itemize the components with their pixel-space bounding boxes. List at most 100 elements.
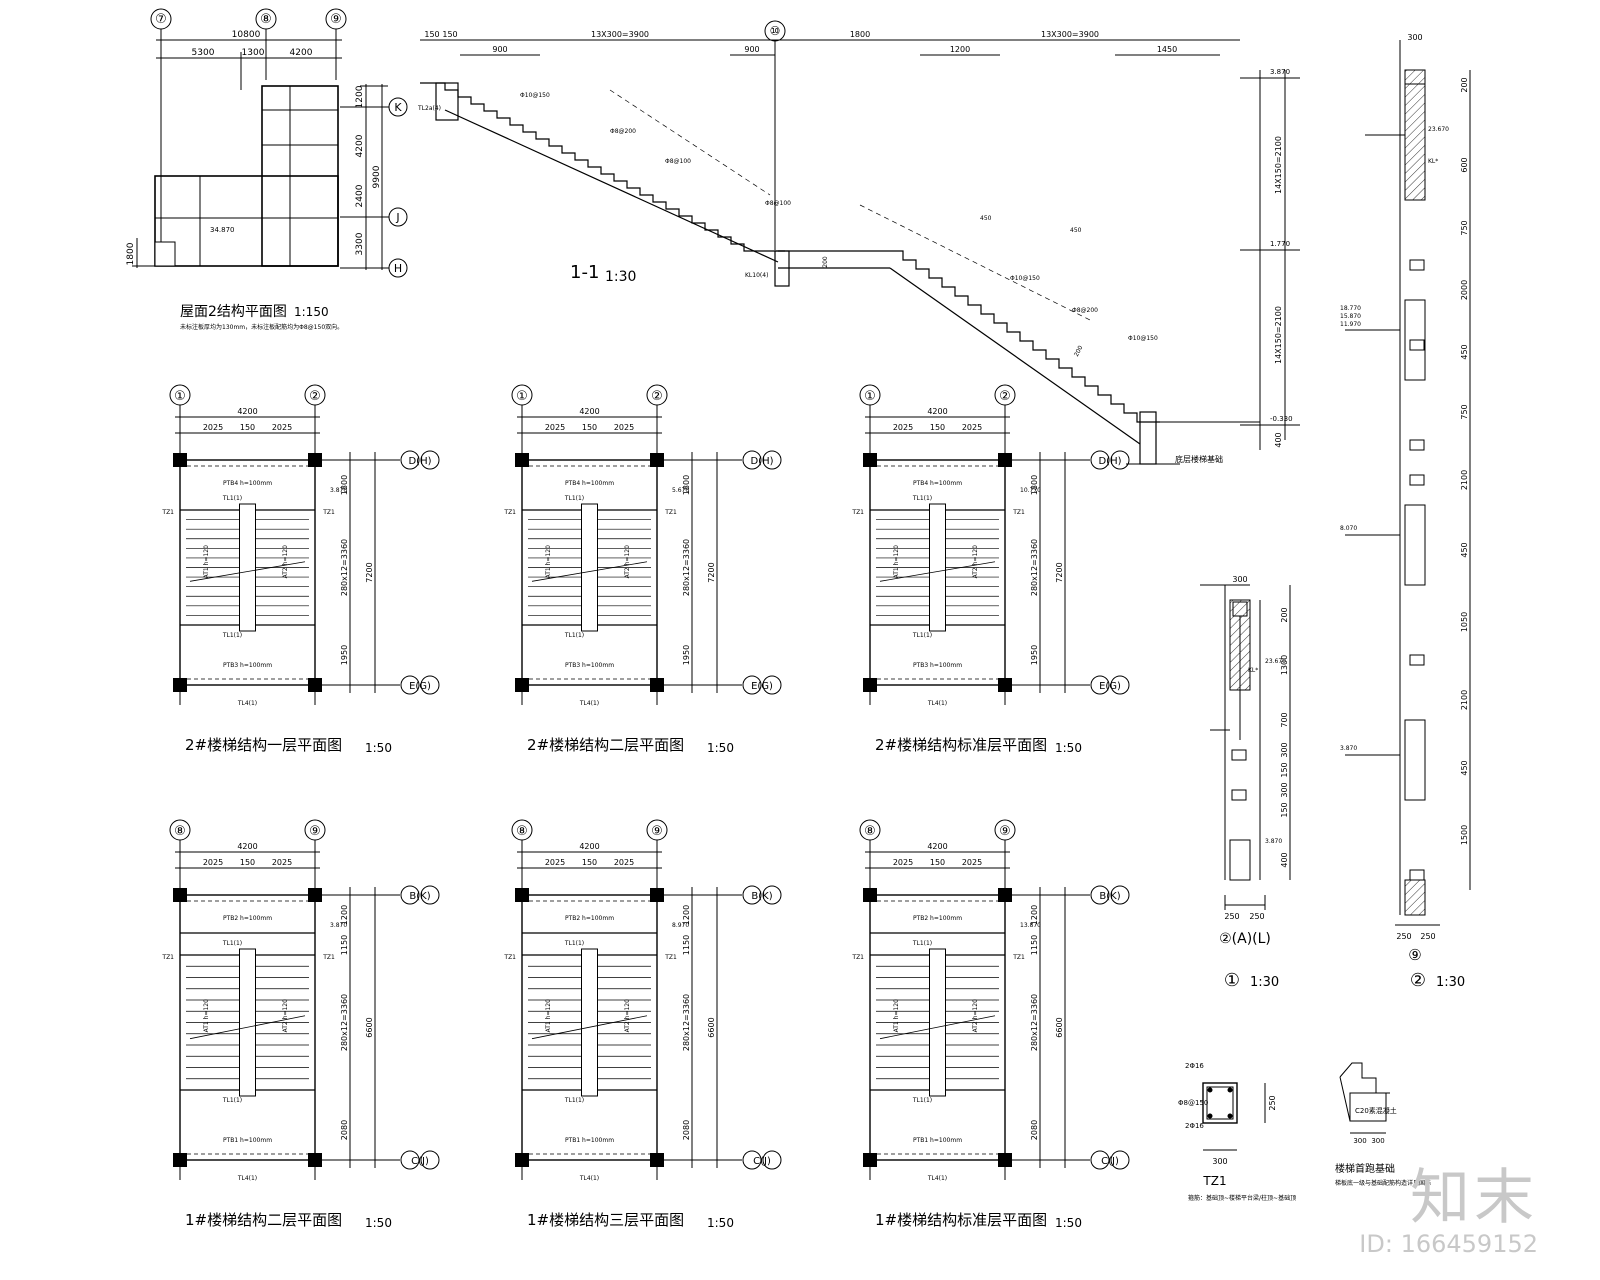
dim: 2025: [545, 423, 565, 432]
column: [863, 1153, 877, 1167]
slab-label: PTB4 h=100mm: [223, 480, 272, 487]
axis-label: ⑨: [651, 824, 663, 839]
detail-label: ②: [1410, 970, 1426, 991]
dim: 1800: [682, 475, 691, 495]
drawing-title: 屋面2结构平面图: [180, 304, 287, 320]
elevation: 23.670: [1428, 126, 1449, 133]
rebar-label: Φ8@100: [665, 158, 691, 165]
axis-bubble: [742, 675, 762, 695]
column-label: TZ1: [161, 954, 174, 961]
foundation-text: C20素混凝土 300 300 楼梯首跑基础 梯板底一级与基础配筋构造详见国标: [1335, 1106, 1431, 1187]
dim: 2025: [962, 423, 982, 432]
dim: 250: [1420, 932, 1435, 941]
axis-label: ②: [651, 389, 663, 404]
slab-label: 200: [822, 256, 829, 268]
axis-label: ⑦: [155, 12, 167, 27]
axis-label: ⑧: [864, 824, 876, 839]
column-label: TZ1: [1012, 954, 1025, 961]
foundation-detail: [1339, 1062, 1390, 1134]
section-scale: 1:30: [605, 269, 636, 285]
column: [173, 453, 187, 467]
column-label: TZ1: [503, 509, 516, 516]
elevation: 3.870: [330, 922, 347, 929]
stair-well: [929, 503, 946, 632]
dim: 2025: [962, 858, 982, 867]
dim: 400: [1274, 432, 1283, 447]
elevation: 18.770: [1340, 305, 1361, 312]
section-1-1-text: ⑩ 150 150 13X300=3900 1800 13X300=3900 9…: [417, 24, 1293, 464]
drawing-title: 1#楼梯结构二层平面图: [185, 1211, 342, 1229]
dim: 4200: [237, 842, 257, 851]
dim: 150: [240, 858, 255, 867]
dim: 2025: [614, 858, 634, 867]
dim-total: 6600: [707, 1017, 716, 1037]
axis-label: C(J): [753, 1156, 771, 1167]
column-label: TZ1: [322, 509, 335, 516]
dim: 4200: [579, 407, 599, 416]
dim: 4200: [927, 842, 947, 851]
detail-axis: ⑨: [1408, 946, 1421, 964]
flight-label: AT1 h=120: [203, 999, 210, 1032]
line: [531, 561, 648, 582]
dim: 1950: [1030, 645, 1039, 665]
beam-label: TL4(1): [237, 700, 257, 707]
slab-label: PTB3 h=100mm: [913, 662, 962, 669]
axis-label: E(G): [1099, 681, 1121, 692]
beam-label: TL4(1): [237, 1175, 257, 1182]
axis-bubble: [400, 1150, 420, 1170]
dim: 150: [582, 423, 597, 432]
slab-label: PTB4 h=100mm: [913, 480, 962, 487]
dim: 300: [1407, 33, 1422, 42]
drawing-scale: 1:150: [294, 305, 329, 319]
dim: 1200: [1030, 905, 1039, 925]
dim: 1800: [340, 475, 349, 495]
dim: 150: [1280, 762, 1289, 777]
slab-label: PTB1 h=100mm: [223, 1137, 272, 1144]
beam-label: KL10(4): [745, 272, 768, 279]
drawing-scale: 1:50: [707, 741, 734, 755]
axis-label: K: [394, 101, 402, 114]
dim: 280x12=3360: [340, 539, 349, 596]
column: [515, 1153, 529, 1167]
axis-label: ⑨: [309, 824, 321, 839]
dim: 2080: [340, 1120, 349, 1140]
dim-total: 7200: [1055, 562, 1064, 582]
stair-outline: [869, 894, 1006, 1161]
axis-label: ⑧: [260, 12, 272, 27]
beam-label: TL1(1): [912, 632, 932, 639]
axis-label: B(K): [409, 891, 430, 902]
rebar-label: Φ8@100: [765, 200, 791, 207]
dim: 14X150=2100: [1274, 306, 1283, 364]
section-title: 1-1: [570, 262, 599, 283]
column-label: TZ1: [664, 954, 677, 961]
axis-bubble: [762, 450, 782, 470]
axis-bubble: [400, 885, 420, 905]
axis-bubble: [1090, 1150, 1110, 1170]
axis-label: E(G): [751, 681, 773, 692]
column-label: TZ1: [161, 509, 174, 516]
beam-label: TL1(1): [912, 940, 932, 947]
slab-label: PTB2 h=100mm: [223, 915, 272, 922]
flight-label: AT1 h=120: [893, 999, 900, 1032]
axis-bubble: [742, 1150, 762, 1170]
beam-label: TL1(1): [912, 1097, 932, 1104]
axis-label: D(H): [1098, 456, 1121, 467]
column-label: TZ1: [664, 509, 677, 516]
column: [863, 678, 877, 692]
detail-scale: 1:30: [1250, 975, 1279, 990]
dim-total: 6600: [365, 1017, 374, 1037]
dim: 280x12=3360: [682, 994, 691, 1051]
elevation: 5.670: [672, 487, 689, 494]
stair-well: [581, 948, 598, 1097]
foundation-label: C20素混凝土: [1355, 1106, 1397, 1115]
beam-label: KL*: [1428, 158, 1438, 165]
column-label: TZ1: [851, 509, 864, 516]
dim: 2100: [1460, 690, 1469, 710]
column: [173, 888, 187, 902]
column: [863, 888, 877, 902]
dim: 2000: [1460, 280, 1469, 300]
